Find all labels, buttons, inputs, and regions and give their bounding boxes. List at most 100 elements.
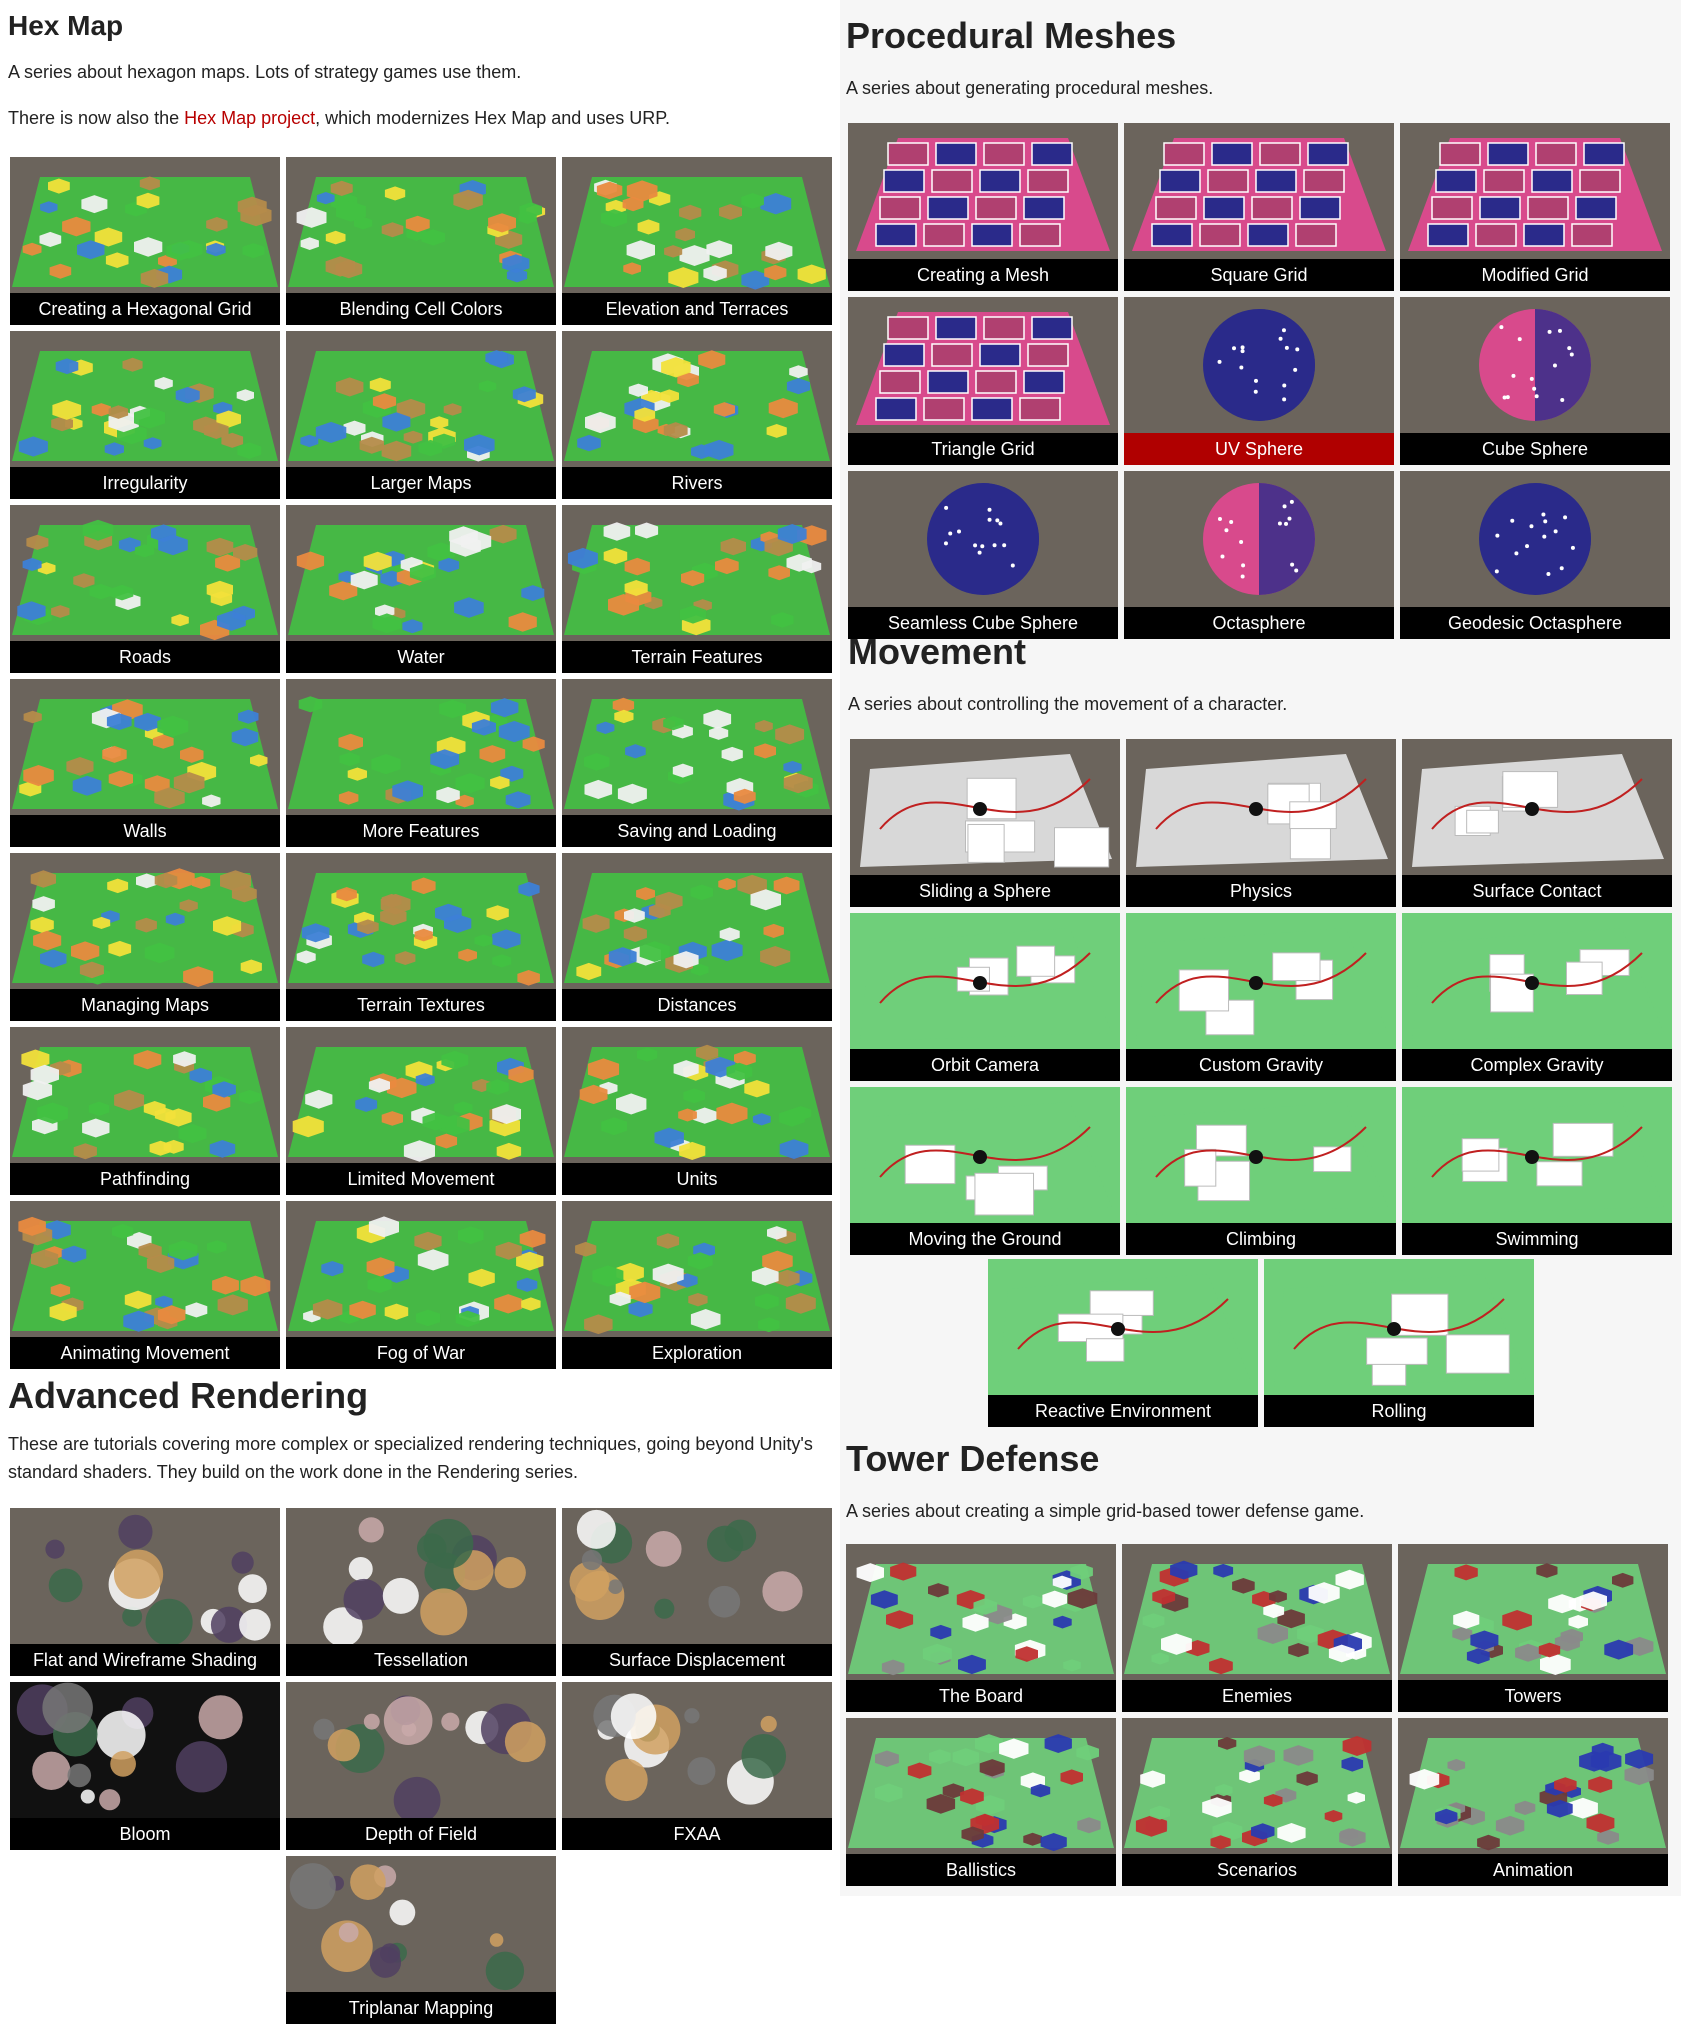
tutorial-tile-units[interactable]: Units: [562, 1027, 832, 1195]
tutorial-thumbnail: [1398, 1718, 1668, 1854]
tutorial-thumbnail: [10, 505, 280, 641]
tutorial-tile-sliding-a-sphere[interactable]: Sliding a Sphere: [850, 739, 1120, 907]
tutorial-tile-walls[interactable]: Walls: [10, 679, 280, 847]
tutorial-thumbnail: [562, 1027, 832, 1163]
tutorial-tile-towers[interactable]: Towers: [1398, 1544, 1668, 1712]
tutorial-tile-flat-and-wireframe-shading[interactable]: Flat and Wireframe Shading: [10, 1508, 280, 1676]
tutorial-tile-reactive-environment[interactable]: Reactive Environment: [988, 1259, 1258, 1427]
hex-map-project-link[interactable]: Hex Map project: [184, 108, 316, 128]
tutorial-caption: Enemies: [1122, 1680, 1392, 1712]
tutorial-thumbnail: [562, 1201, 832, 1337]
tutorial-tile-creating-a-mesh[interactable]: Creating a Mesh: [848, 123, 1118, 291]
tutorial-tile-pathfinding[interactable]: Pathfinding: [10, 1027, 280, 1195]
tutorial-thumbnail: [286, 505, 556, 641]
tutorial-tile-irregularity[interactable]: Irregularity: [10, 331, 280, 499]
tutorial-tile-climbing[interactable]: Climbing: [1126, 1087, 1396, 1255]
tutorial-tile-depth-of-field[interactable]: Depth of Field: [286, 1682, 556, 1850]
tutorial-caption: Reactive Environment: [988, 1395, 1258, 1427]
tutorial-thumbnail: [1124, 471, 1394, 607]
tutorial-tile-triplanar-mapping[interactable]: Triplanar Mapping: [286, 1856, 556, 2024]
tutorial-tile-swimming[interactable]: Swimming: [1402, 1087, 1672, 1255]
procedural-meshes-section: Procedural Meshes A series about generat…: [846, 18, 1676, 102]
tutorial-tile-managing-maps[interactable]: Managing Maps: [10, 853, 280, 1021]
tutorial-caption: Climbing: [1126, 1223, 1396, 1255]
tutorial-tile-square-grid[interactable]: Square Grid: [1124, 123, 1394, 291]
tutorial-tile-rolling[interactable]: Rolling: [1264, 1259, 1534, 1427]
tutorial-tile-rivers[interactable]: Rivers: [562, 331, 832, 499]
tutorial-caption: FXAA: [562, 1818, 832, 1850]
tutorial-tile-ballistics[interactable]: Ballistics: [846, 1718, 1116, 1886]
tutorial-tile-seamless-cube-sphere[interactable]: Seamless Cube Sphere: [848, 471, 1118, 639]
tutorial-caption: Triangle Grid: [848, 433, 1118, 465]
procedural-meshes-title: Procedural Meshes: [846, 15, 1177, 56]
tutorial-tile-complex-gravity[interactable]: Complex Gravity: [1402, 913, 1672, 1081]
tutorial-thumbnail: [286, 1027, 556, 1163]
tutorial-tile-the-board[interactable]: The Board: [846, 1544, 1116, 1712]
tutorial-thumbnail: [286, 679, 556, 815]
tutorial-caption: Pathfinding: [10, 1163, 280, 1195]
tutorial-tile-blending-cell-colors[interactable]: Blending Cell Colors: [286, 157, 556, 325]
tutorial-tile-enemies[interactable]: Enemies: [1122, 1544, 1392, 1712]
tutorial-tile-elevation-and-terraces[interactable]: Elevation and Terraces: [562, 157, 832, 325]
tutorial-tile-exploration[interactable]: Exploration: [562, 1201, 832, 1369]
advanced-rendering-grid-last: Triplanar Mapping: [286, 1856, 556, 2024]
tutorial-caption: Custom Gravity: [1126, 1049, 1396, 1081]
tutorial-tile-surface-displacement[interactable]: Surface Displacement: [562, 1508, 832, 1676]
tutorial-caption: Octasphere: [1124, 607, 1394, 639]
tutorial-tile-moving-the-ground[interactable]: Moving the Ground: [850, 1087, 1120, 1255]
tutorial-thumbnail: [850, 1087, 1120, 1223]
tutorial-tile-distances[interactable]: Distances: [562, 853, 832, 1021]
tutorial-tile-triangle-grid[interactable]: Triangle Grid: [848, 297, 1118, 465]
tutorial-caption: Water: [286, 641, 556, 673]
advanced-rendering-title: Advanced Rendering: [8, 1375, 369, 1416]
tutorial-tile-terrain-textures[interactable]: Terrain Textures: [286, 853, 556, 1021]
tutorial-thumbnail: [1402, 739, 1672, 875]
tutorial-caption: Animating Movement: [10, 1337, 280, 1369]
tutorial-thumbnail: [562, 1682, 832, 1818]
tutorial-caption: Animation: [1398, 1854, 1668, 1886]
tutorial-caption: Larger Maps: [286, 467, 556, 499]
tutorial-tile-roads[interactable]: Roads: [10, 505, 280, 673]
tutorial-tile-animation[interactable]: Animation: [1398, 1718, 1668, 1886]
tutorial-thumbnail: [562, 1508, 832, 1644]
tutorial-caption: Sliding a Sphere: [850, 875, 1120, 907]
tutorial-tile-surface-contact[interactable]: Surface Contact: [1402, 739, 1672, 907]
tutorial-tile-fxaa[interactable]: FXAA: [562, 1682, 832, 1850]
tutorial-caption: Complex Gravity: [1402, 1049, 1672, 1081]
tutorial-thumbnail: [562, 331, 832, 467]
tutorial-tile-geodesic-octasphere[interactable]: Geodesic Octasphere: [1400, 471, 1670, 639]
tutorial-tile-octasphere[interactable]: Octasphere: [1124, 471, 1394, 639]
tutorial-tile-creating-a-hexagonal-grid[interactable]: Creating a Hexagonal Grid: [10, 157, 280, 325]
tutorial-tile-tessellation[interactable]: Tessellation: [286, 1508, 556, 1676]
tutorial-tile-more-features[interactable]: More Features: [286, 679, 556, 847]
tutorial-tile-animating-movement[interactable]: Animating Movement: [10, 1201, 280, 1369]
tutorial-caption: Square Grid: [1124, 259, 1394, 291]
tutorial-tile-terrain-features[interactable]: Terrain Features: [562, 505, 832, 673]
tutorial-tile-physics[interactable]: Physics: [1126, 739, 1396, 907]
tutorial-caption: Rolling: [1264, 1395, 1534, 1427]
tutorial-tile-orbit-camera[interactable]: Orbit Camera: [850, 913, 1120, 1081]
tutorial-tile-bloom[interactable]: Bloom: [10, 1682, 280, 1850]
tutorial-caption: Distances: [562, 989, 832, 1021]
tutorial-thumbnail: [1400, 297, 1670, 433]
tutorial-caption: More Features: [286, 815, 556, 847]
tutorial-caption: Ballistics: [846, 1854, 1116, 1886]
tutorial-tile-cube-sphere[interactable]: Cube Sphere: [1400, 297, 1670, 465]
tutorial-caption: Scenarios: [1122, 1854, 1392, 1886]
tutorial-tile-scenarios[interactable]: Scenarios: [1122, 1718, 1392, 1886]
tutorial-caption: Creating a Hexagonal Grid: [10, 293, 280, 325]
tutorial-thumbnail: [848, 297, 1118, 433]
tutorial-tile-modified-grid[interactable]: Modified Grid: [1400, 123, 1670, 291]
tutorial-tile-custom-gravity[interactable]: Custom Gravity: [1126, 913, 1396, 1081]
tutorial-tile-limited-movement[interactable]: Limited Movement: [286, 1027, 556, 1195]
tutorial-tile-larger-maps[interactable]: Larger Maps: [286, 331, 556, 499]
tutorial-tile-fog-of-war[interactable]: Fog of War: [286, 1201, 556, 1369]
tutorial-tile-uv-sphere[interactable]: UV Sphere: [1124, 297, 1394, 465]
tutorial-caption: Orbit Camera: [850, 1049, 1120, 1081]
tutorial-thumbnail: [286, 331, 556, 467]
tutorial-tile-saving-and-loading[interactable]: Saving and Loading: [562, 679, 832, 847]
tutorial-tile-water[interactable]: Water: [286, 505, 556, 673]
tutorial-thumbnail: [1126, 739, 1396, 875]
